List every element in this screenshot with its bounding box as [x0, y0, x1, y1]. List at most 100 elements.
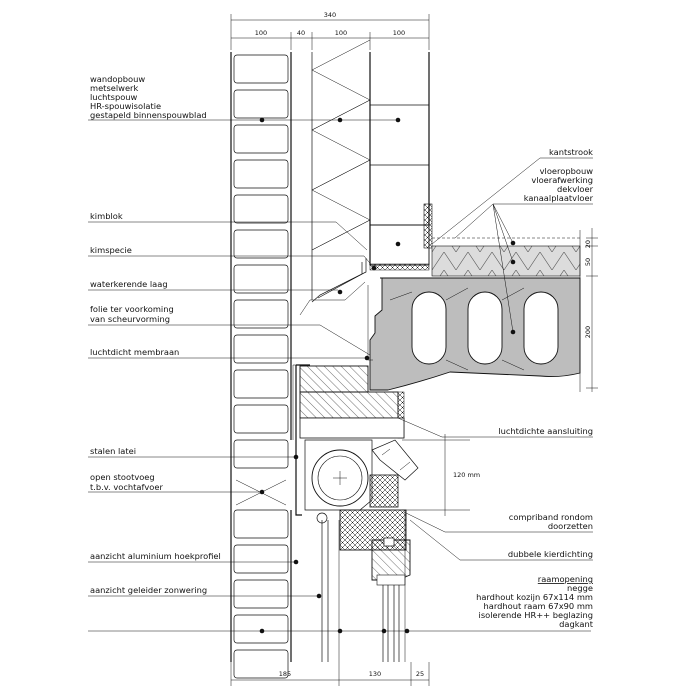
- label-kimblok: kimblok: [90, 211, 123, 221]
- cavity-insulation: [311, 39, 371, 300]
- label-luchtdichte-aansluiting: luchtdichte aansluiting: [498, 426, 593, 436]
- brick: [233, 159, 289, 189]
- label-luchtdicht-membraan: luchtdicht membraan: [90, 347, 179, 357]
- kimspecie-layer: [369, 263, 430, 271]
- leader-dot: [259, 117, 265, 123]
- label-hr-beglazing: isolerende HR++ beglazing: [479, 610, 593, 620]
- label-compriband-1: compriband rondom: [509, 512, 593, 522]
- right-labels: kantstrook vloeropbouw vloerafwerking de…: [476, 147, 594, 629]
- label-open-stootvoeg-2: t.b.v. vochtafvoer: [90, 482, 163, 492]
- leader-dot: [510, 259, 516, 265]
- label-hardhout-kozijn: hardhout kozijn 67x114 mm: [476, 592, 593, 602]
- dim-total-width: 340: [324, 11, 336, 19]
- brick: [233, 579, 289, 609]
- label-hardhout-raam: hardhout raam 67x90 mm: [484, 601, 593, 611]
- brick: [233, 369, 289, 399]
- dim-50: 50: [584, 258, 592, 266]
- leader-dot: [337, 289, 343, 295]
- brick: [233, 89, 289, 119]
- dim-segment-4: 100: [393, 29, 405, 37]
- label-binnenspouwblad: gestapeld binnenspouwblad: [90, 110, 207, 120]
- label-luchtspouw: luchtspouw: [90, 92, 138, 102]
- leader-dot: [293, 559, 299, 565]
- brick: [233, 54, 289, 84]
- brick: [233, 264, 289, 294]
- leader-dot: [259, 628, 265, 634]
- leader-dot: [381, 628, 387, 634]
- dim-segment-2: 40: [297, 29, 305, 37]
- label-kantstrook: kantstrook: [549, 147, 593, 157]
- dimension-120mm: 120 mm: [402, 434, 480, 516]
- label-waterkerende-laag: waterkerende laag: [90, 279, 168, 289]
- label-hr-spouwisolatie: HR-spouwisolatie: [90, 101, 161, 111]
- window-frame: [321, 509, 411, 662]
- frame-head-block: [369, 474, 399, 508]
- leader-dot: [395, 241, 401, 247]
- label-metselwerk: metselwerk: [90, 83, 138, 93]
- leader-dots: [259, 117, 516, 634]
- label-dubbele-kierdichting: dubbele kierdichting: [508, 549, 593, 559]
- leader-dot: [316, 593, 322, 599]
- inner-leaf: [369, 52, 433, 271]
- bottom-dimension-line: 185 130 25: [230, 662, 430, 686]
- leader-dot: [371, 265, 377, 271]
- label-wandopbouw: wandopbouw: [90, 74, 145, 84]
- label-kanaalplaatvloer: kanaalplaatvloer: [524, 193, 594, 203]
- label-vloerafwerking: vloerafwerking: [531, 175, 593, 185]
- label-folie-1: folie ter voorkoming: [90, 304, 174, 314]
- outer-masonry-leaf: [230, 52, 292, 679]
- brick: [233, 404, 289, 434]
- label-dagkant: dagkant: [559, 619, 594, 629]
- leader-dot: [337, 628, 343, 634]
- slab-channel-1: [411, 291, 447, 365]
- leader-dot: [395, 117, 401, 123]
- brick: [233, 334, 289, 364]
- lintel-zone: [295, 364, 405, 516]
- label-kimspecie: kimspecie: [90, 245, 132, 255]
- brick: [233, 194, 289, 224]
- slab-channel-2: [467, 291, 503, 365]
- top-dimension-line: 340 100 40 100 100: [230, 11, 430, 50]
- brick: [233, 124, 289, 154]
- label-compriband-2: doorzetten: [548, 521, 593, 531]
- label-stalen-latei: stalen latei: [90, 446, 136, 456]
- brick: [233, 299, 289, 329]
- leader-dot: [510, 329, 516, 335]
- slab-channel-3: [523, 291, 559, 365]
- label-negge: negge: [567, 583, 593, 593]
- label-aanzicht-hoekprofiel: aanzicht aluminium hoekprofiel: [90, 551, 221, 561]
- leader-dot: [337, 117, 343, 123]
- brick: [233, 649, 289, 679]
- label-vloeropbouw: vloeropbouw: [540, 166, 594, 176]
- brick: [233, 229, 289, 259]
- wood-beam-lower: [299, 391, 399, 419]
- dekvloer-screed: [431, 245, 581, 277]
- dim-segment-1: 100: [255, 29, 267, 37]
- right-dimension-line: 20 50 200: [584, 228, 598, 392]
- label-raamopening: raamopening: [538, 574, 593, 584]
- dim-130: 130: [369, 670, 381, 678]
- label-folie-2: van scheurvorming: [90, 314, 170, 324]
- leader-dot: [364, 355, 370, 361]
- leader-dot: [404, 628, 410, 634]
- left-labels: wandopbouw metselwerk luchtspouw HR-spou…: [90, 74, 221, 595]
- kantstrook-strip: [423, 203, 433, 249]
- brick: [233, 509, 289, 539]
- dim-25: 25: [416, 670, 424, 678]
- dim-185: 185: [279, 670, 291, 678]
- label-dekvloer: dekvloer: [557, 184, 594, 194]
- label-open-stootvoeg-1: open stootvoeg: [90, 472, 155, 482]
- brick: [233, 439, 289, 469]
- dim-20: 20: [584, 240, 592, 248]
- dim-120mm: 120 mm: [453, 471, 480, 479]
- leader-dot: [259, 489, 265, 495]
- sunshade-box: [304, 439, 419, 524]
- leader-dot: [510, 240, 516, 246]
- wood-beam-upper: [299, 365, 369, 393]
- label-aanzicht-geleider: aanzicht geleider zonwering: [90, 585, 207, 595]
- leader-dot: [293, 454, 299, 460]
- dim-200: 200: [584, 326, 592, 338]
- floor-build-up: [369, 230, 581, 392]
